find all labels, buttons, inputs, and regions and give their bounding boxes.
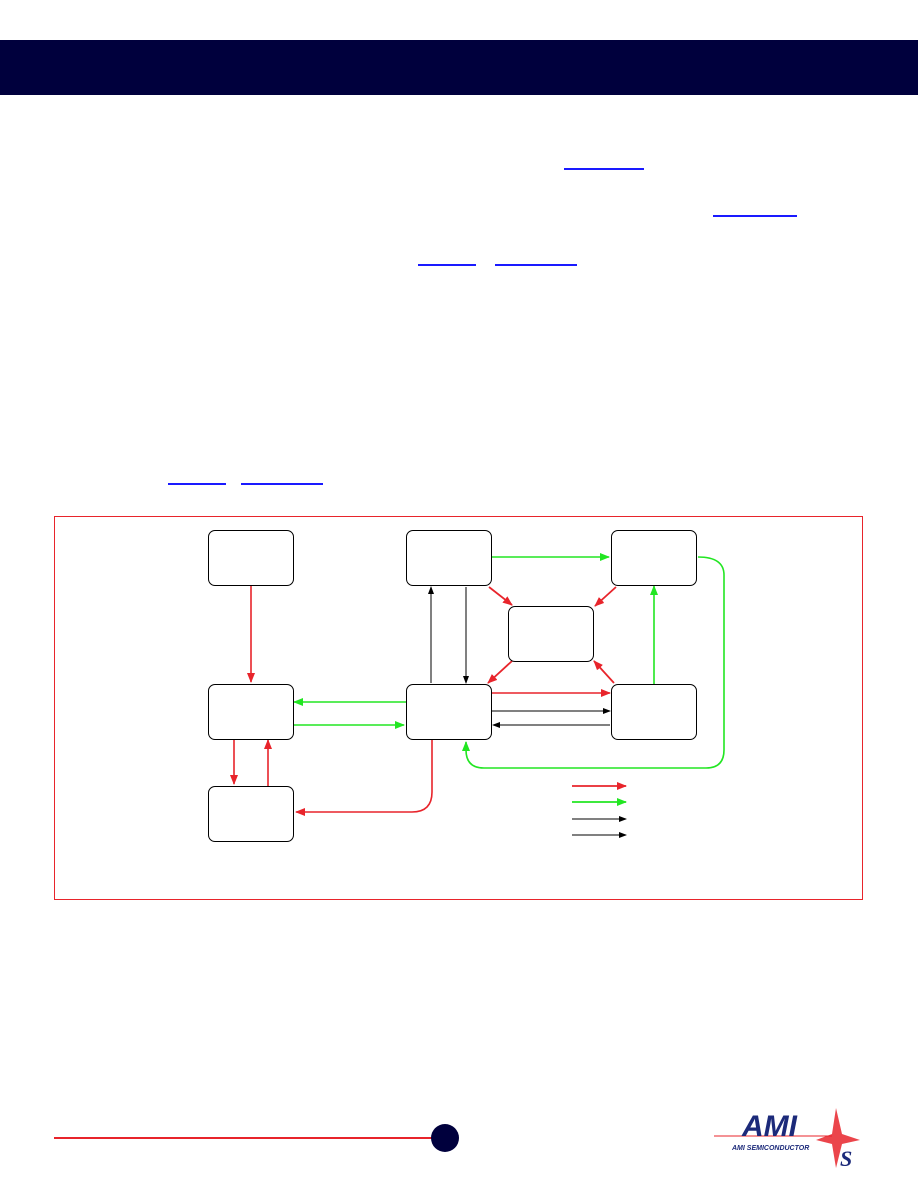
- transition-red: [593, 660, 615, 684]
- logo-symbol: S: [840, 1146, 852, 1170]
- state-top-middle: [406, 530, 492, 586]
- state-middle-center: [406, 684, 492, 740]
- footer-rule: [54, 1137, 446, 1139]
- state-middle-right: [611, 684, 697, 740]
- link-ref-1[interactable]: [564, 167, 644, 170]
- transition-red: [488, 586, 513, 606]
- page-marker: [431, 1124, 459, 1152]
- logo-subtitle: AMI SEMICONDUCTOR: [731, 1145, 809, 1152]
- state-center: [508, 606, 594, 662]
- link-ref-2[interactable]: [713, 214, 797, 217]
- transition-red: [594, 586, 617, 607]
- link-ref-4a[interactable]: [168, 482, 226, 485]
- state-top-right: [611, 530, 697, 586]
- link-ref-3b[interactable]: [495, 263, 577, 266]
- ami-semiconductor-logo: AMI AMI SEMICONDUCTOR S: [714, 1108, 860, 1170]
- transition-red: [487, 660, 513, 684]
- state-bottom-left: [208, 786, 294, 842]
- state-middle-left: [208, 684, 294, 740]
- transition-red: [295, 740, 433, 816]
- header-band: [0, 40, 918, 95]
- logo-wordmark: AMI: [741, 1110, 798, 1143]
- state-top-left: [208, 530, 294, 586]
- transition-green: [462, 556, 725, 769]
- link-ref-3a[interactable]: [418, 263, 476, 266]
- link-ref-4b[interactable]: [241, 482, 323, 485]
- state-diagram-frame: [54, 516, 863, 900]
